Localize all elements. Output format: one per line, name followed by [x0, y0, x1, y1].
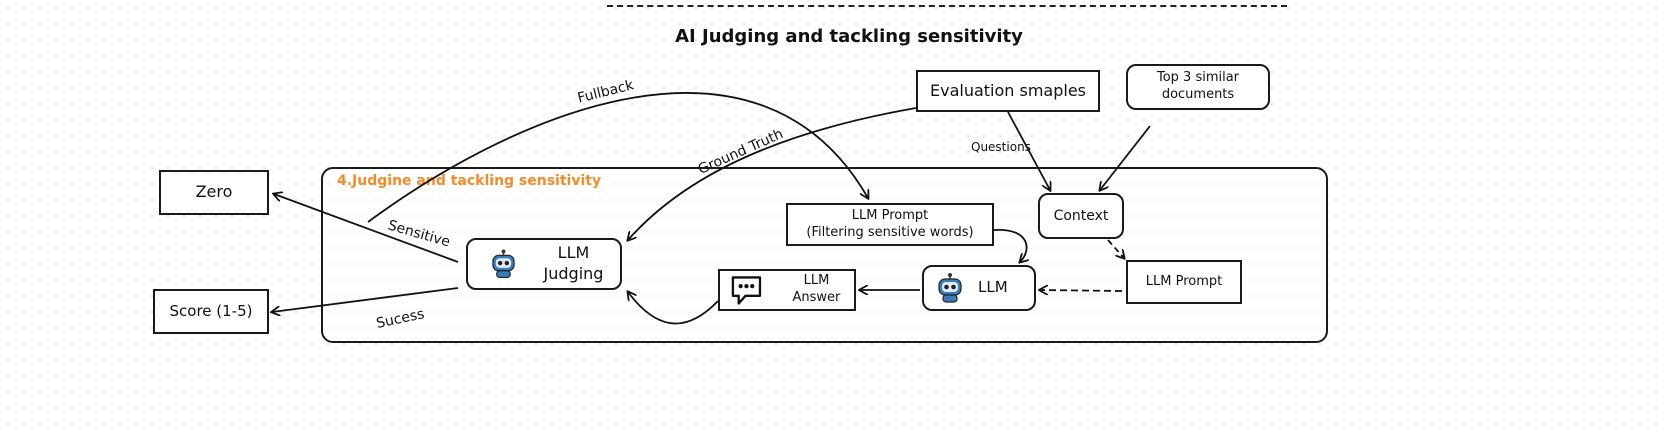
llm-node[interactable]: LLM: [922, 265, 1036, 311]
llm-prompt-filter-label-line1: LLM Prompt: [851, 207, 929, 223]
questions-arrow: [1007, 111, 1050, 190]
evaluation-samples-label: Evaluation smaples: [929, 80, 1086, 100]
zero-node[interactable]: Zero: [159, 170, 269, 215]
context-node[interactable]: Context: [1038, 193, 1124, 239]
success-arrow: [272, 287, 459, 312]
questions-edge-label: Questions: [971, 140, 1031, 154]
score-label: Score (1-5): [169, 301, 253, 320]
diagram-title: AI Judging and tackling sensitivity: [675, 26, 1023, 47]
llm-judging-label: LLM Judging: [543, 243, 604, 283]
filter-prompt-to-llm-arrow: [993, 229, 1027, 262]
ground-truth-arrow: [628, 107, 917, 240]
zero-label: Zero: [195, 182, 233, 202]
top3-documents-label-line2: documents: [1161, 87, 1235, 102]
evaluation-samples-node[interactable]: Evaluation smaples: [916, 70, 1100, 112]
llm-prompt-filter-node[interactable]: LLM Prompt (Filtering sensitive words): [786, 203, 994, 246]
prompt-to-llm-arrow: [1040, 290, 1123, 291]
llm-judging-node[interactable]: LLM Judging: [466, 238, 622, 290]
robot-icon: [492, 249, 515, 279]
robot-icon: [938, 273, 962, 303]
score-node[interactable]: Score (1-5): [153, 289, 269, 334]
answer-to-judging-arrow: [628, 292, 719, 325]
top3-to-context-arrow: [1100, 125, 1151, 190]
fullback-arrow: [367, 92, 868, 223]
sensitive-arrow: [274, 194, 459, 263]
llm-answer-label: LLM Answer: [792, 273, 841, 305]
context-to-prompt-arrow: [1107, 239, 1124, 258]
llm-label: LLM: [978, 278, 1008, 297]
llm-prompt-node[interactable]: LLM Prompt: [1126, 260, 1242, 304]
top3-documents-label-line1: Top 3 similar: [1156, 70, 1240, 86]
top3-documents-node[interactable]: Top 3 similar documents: [1126, 64, 1270, 110]
context-label: Context: [1053, 207, 1109, 224]
speech-bubble-icon: [731, 276, 762, 305]
llm-prompt-label: LLM Prompt: [1145, 273, 1223, 289]
llm-answer-node[interactable]: LLM Answer: [718, 269, 856, 311]
llm-prompt-filter-label-line2: (Filtering sensitive words): [806, 224, 974, 240]
section-title: 4.Judgine and tackling sensitivity: [337, 173, 602, 189]
top-dashed-line: [607, 5, 1287, 7]
